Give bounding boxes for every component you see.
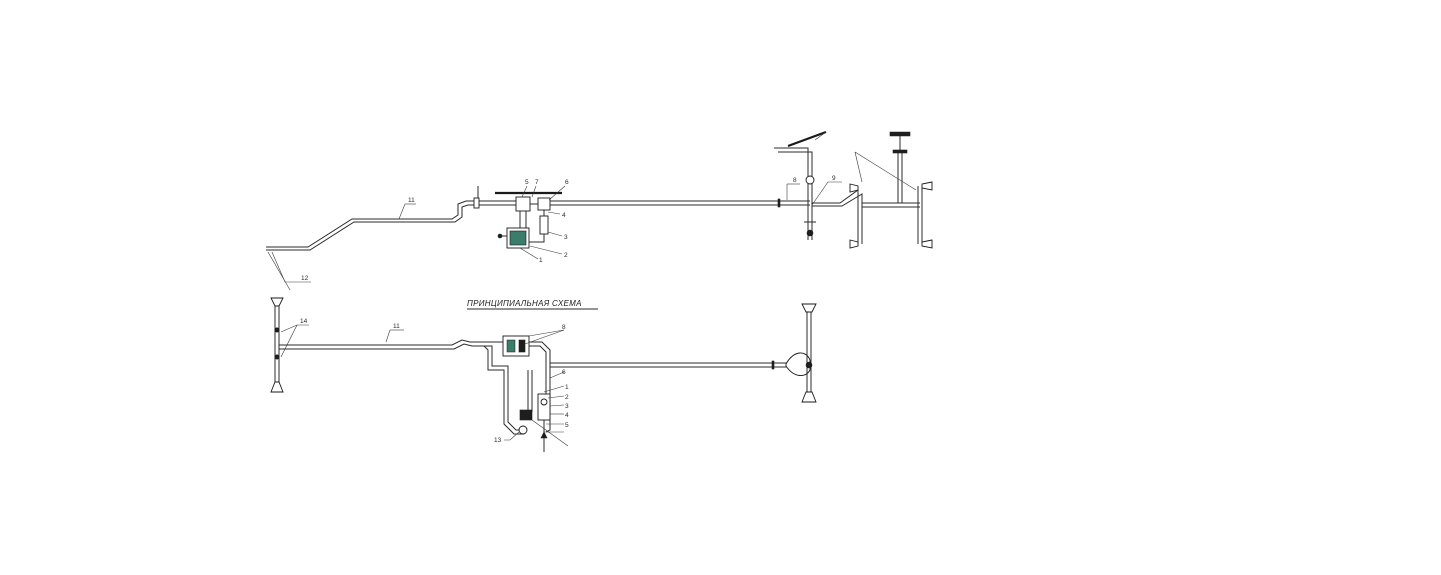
callout-6: 6 <box>565 179 569 186</box>
inlet-flange <box>473 197 480 209</box>
bottom-inlet-pipe: 11 <box>279 323 488 350</box>
nozzle-a <box>849 183 859 193</box>
drain-valve-13 <box>518 425 528 435</box>
nozzle-d <box>921 239 933 249</box>
nozzle-b <box>849 239 859 249</box>
callout-9: 9 <box>832 175 836 182</box>
callout-7: 7 <box>535 179 539 186</box>
diagram-caption: ПРИНЦИПИАЛЬНАЯ СХЕМА <box>467 299 598 310</box>
bottom-main-header <box>550 352 811 376</box>
top-main-header: 8 <box>550 177 810 208</box>
right-sprinkler-top <box>801 303 817 313</box>
caption-text: ПРИНЦИПИАЛЬНАЯ СХЕМА <box>467 299 582 308</box>
left-sprinkler-top <box>270 297 284 307</box>
callout-3: 3 <box>564 234 568 241</box>
header-bend <box>785 352 811 376</box>
t-handle <box>889 131 911 137</box>
bottom-left-riser: 12 14 <box>267 251 311 393</box>
top-riser-sprinkler: 9 <box>774 130 842 240</box>
callout-12: 12 <box>301 275 309 282</box>
riser-valve <box>805 175 815 185</box>
callout-1: 1 <box>539 257 543 264</box>
right-sprinkler-bottom <box>801 391 817 403</box>
callout-4: 4 <box>562 212 566 219</box>
callout-11-top: 11 <box>408 197 415 204</box>
callout-13: 13 <box>494 437 502 444</box>
callout-6-bottom: 6 <box>562 369 566 376</box>
callout-2-bottom: 2 <box>565 394 569 401</box>
callout-8-bottom: 8 <box>562 324 566 331</box>
callout-11-bottom: 11 <box>393 323 400 330</box>
bottom-right-riser <box>801 303 817 403</box>
valve-5 <box>515 196 531 212</box>
callout-14: 14 <box>300 318 308 325</box>
top-view: 11 5 7 6 4 3 <box>266 130 933 264</box>
nozzle-c <box>921 181 933 191</box>
top-nozzle-manifold <box>812 131 933 249</box>
callout-1-bottom: 1 <box>565 384 569 391</box>
callout-2: 2 <box>564 252 568 259</box>
callout-5-bottom: 5 <box>565 422 569 429</box>
valve-6 <box>537 197 551 211</box>
left-sprinkler-bottom <box>270 381 284 393</box>
callout-3-bottom: 3 <box>565 403 569 410</box>
top-pump-assembly: 5 7 6 4 3 2 1 <box>495 179 569 264</box>
bottom-view: 12 14 11 <box>267 251 817 452</box>
pump-motor <box>509 230 527 246</box>
callout-4-bottom: 4 <box>565 412 569 419</box>
callout-5: 5 <box>525 179 529 186</box>
callout-8-top: 8 <box>793 177 797 184</box>
filter-3 <box>539 215 549 235</box>
bottom-pump-loop: 8 6 1 2 3 4 5 13 <box>483 324 569 452</box>
top-inlet-pipe: 11 <box>266 186 520 251</box>
sprinkler-head <box>806 229 814 237</box>
